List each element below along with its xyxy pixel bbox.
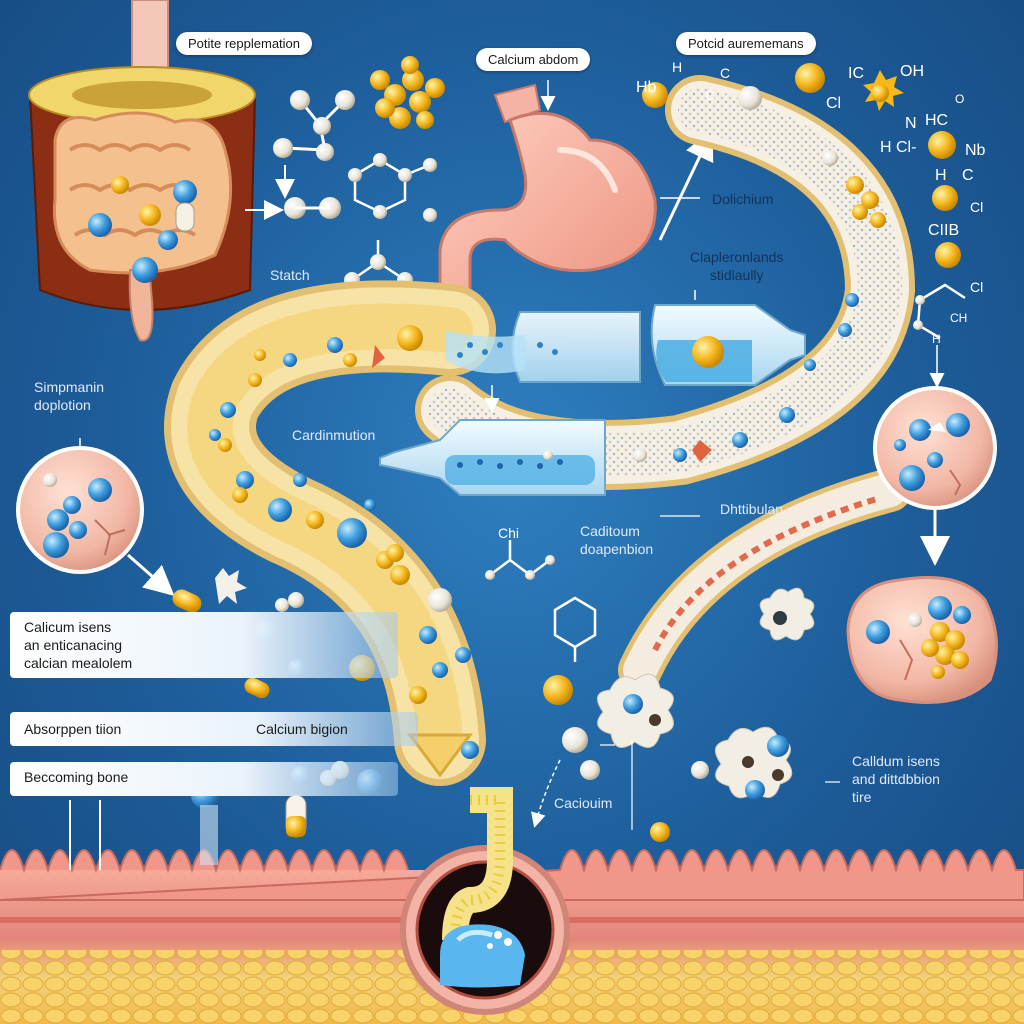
- molecule-structure-top: [353, 158, 431, 214]
- supplement-bottle-right: [650, 304, 806, 386]
- label-caciouim: Caciouim: [554, 795, 613, 811]
- calcium-particles: [209, 63, 886, 759]
- nutrient-cluster: [370, 56, 445, 129]
- chem-label: OH: [900, 63, 924, 80]
- label-distribution: Dhttibulan: [720, 501, 784, 517]
- chemistry-labels: Hb C H C IC OH Cl N HC O H Cl- Nb H C Cl…: [498, 59, 986, 541]
- label-calcium-ions-distribution: Calldum isens and dittdbbion tire: [852, 753, 940, 805]
- banner-calcium-ions: Calicum isens an enticanacing calcian me…: [10, 612, 398, 678]
- chem-label: Chi: [498, 525, 519, 541]
- stomach-illustration: [438, 83, 657, 322]
- supplement-bottle-top: [445, 311, 641, 383]
- chem-label: H Cl-: [880, 139, 916, 156]
- label-cardinmution: Cardinmution: [292, 427, 376, 443]
- label-starch: Statch: [270, 267, 310, 283]
- banner-becoming-bone: Beccoming bone: [10, 762, 398, 796]
- banner-absorption-right: Calcium bigion: [256, 721, 348, 737]
- digestive-tract-path: [164, 75, 916, 786]
- label-right-mid: Clapleronlands stidlaully: [690, 249, 784, 283]
- chem-label: C: [720, 65, 730, 81]
- label-pill-calcium-absorption: Calcium abdom: [476, 48, 591, 71]
- chem-label: Hb: [636, 79, 657, 96]
- chem-label: N: [905, 115, 917, 132]
- label-pill-supplementation: Potite repplemation: [176, 32, 313, 55]
- intestine-illustration: [28, 0, 257, 342]
- intestinal-wall: [0, 787, 1024, 1024]
- chem-label: H: [672, 59, 682, 75]
- banner-absorption: Absorppen tiion Calcium bigion: [10, 712, 418, 746]
- label-depletion: Simpmanin doplotion: [34, 379, 105, 413]
- chem-label: IC: [848, 65, 864, 82]
- chem-label: Nb: [965, 142, 986, 159]
- chem-label: Cl: [970, 279, 983, 295]
- tissue-cell-right: [873, 386, 997, 510]
- chem-label: C: [962, 167, 974, 184]
- chem-label: HC: [925, 112, 948, 129]
- osteocyte-cells: [543, 587, 815, 842]
- label-dolichium: Dolichium: [712, 191, 774, 207]
- chem-label: O: [955, 92, 964, 106]
- glucose-molecule-cluster: [245, 90, 355, 220]
- chem-label: CH: [950, 311, 967, 325]
- molecule-structure-lower: [489, 540, 597, 662]
- chem-label: H: [935, 167, 947, 184]
- chem-label: Cl: [826, 95, 841, 112]
- supplement-bottle-middle: [379, 419, 606, 496]
- bone-fragment-right: [846, 576, 998, 704]
- label-pill-nutrients: Potcid aurememans: [676, 32, 816, 55]
- tissue-cell-left: [16, 446, 144, 574]
- label-dispersion: Caditoum doapenbion: [580, 523, 654, 557]
- chem-label: Cl: [970, 199, 983, 215]
- molecule-chain-right: [642, 70, 961, 268]
- banner-absorption-left: Absorppen tiion: [24, 721, 122, 737]
- chem-label: C: [705, 87, 715, 103]
- chem-label: CIIB: [928, 222, 959, 239]
- chem-label: H: [932, 332, 941, 346]
